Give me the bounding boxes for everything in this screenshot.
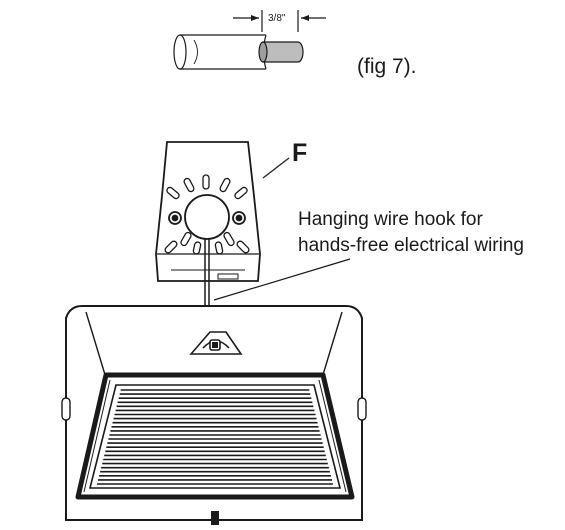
lens-louvers: [97, 389, 333, 485]
wire-strip-illustration: [173, 10, 326, 70]
dimension-arrows: [233, 10, 326, 32]
callout-text-line-1: Hanging wire hook for: [298, 209, 483, 230]
bottom-post: [211, 511, 219, 525]
wire-insulation: [173, 34, 267, 70]
bracket-slots: [164, 174, 250, 255]
dimension-label: 3/8": [268, 13, 286, 24]
stripped-wire-tip: [258, 41, 304, 63]
part-f-label: F: [292, 139, 308, 167]
mounting-bracket-f: [155, 141, 261, 282]
light-fixture: [61, 305, 367, 525]
leader-lines: [213, 157, 351, 301]
callout-leader: [213, 258, 351, 301]
wire-hook: [189, 331, 243, 355]
figure-label: (fig 7).: [357, 55, 417, 78]
bracket-screw-left: [168, 211, 182, 225]
lens-area: [88, 384, 342, 489]
hanging-wire: [204, 238, 210, 310]
center-knockout: [184, 194, 230, 240]
bracket-screw-right: [232, 211, 246, 225]
part-f-leader: [262, 157, 290, 179]
callout-text-line-2: hands-free electrical wiring: [298, 235, 524, 256]
